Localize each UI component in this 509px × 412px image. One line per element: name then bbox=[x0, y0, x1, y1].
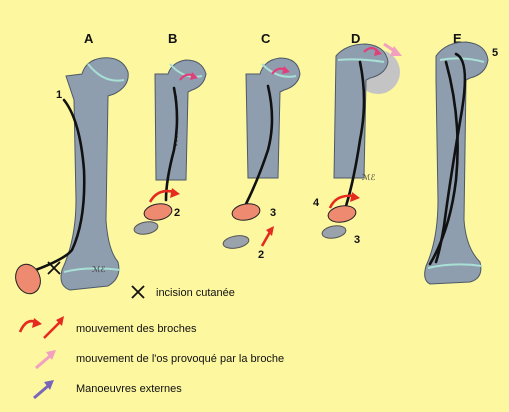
panel-b-handle bbox=[143, 203, 173, 221]
legend-bone-movement-icon bbox=[35, 350, 56, 370]
legend-bone-movement-label: mouvement de l'os provoqué par la broche bbox=[76, 353, 284, 365]
panel-c-handle-previous bbox=[222, 235, 250, 249]
panel-b-label-2: 2 bbox=[174, 207, 180, 219]
panel-e-label-5: 5 bbox=[492, 47, 498, 59]
panel-b-wire bbox=[164, 86, 179, 202]
panel-a-femur bbox=[60, 57, 129, 291]
panel-d-rotation-arrow bbox=[328, 194, 355, 209]
panel-e: E 5 bbox=[424, 31, 498, 285]
panel-a-signature: ℳℰ bbox=[92, 265, 106, 274]
panel-b: B 2 bbox=[133, 31, 207, 235]
panel-c-wire bbox=[244, 84, 274, 206]
panel-d-bone-fragment bbox=[333, 43, 389, 179]
panel-a-incision-icon bbox=[47, 261, 61, 275]
legend-external-label: Manoeuvres externes bbox=[76, 383, 182, 395]
legend-incision-label: incision cutanée bbox=[156, 287, 235, 299]
panel-c-label-2: 2 bbox=[258, 249, 264, 261]
panel-a-label-1: 1 bbox=[56, 89, 62, 101]
panel-e-letter: E bbox=[453, 31, 462, 46]
panel-d-signature: ℳℰ bbox=[362, 173, 376, 182]
panel-d-label-4: 4 bbox=[313, 197, 320, 209]
panel-e-wire-2 bbox=[434, 52, 467, 264]
panel-a-letter: A bbox=[84, 31, 94, 46]
panel-d-label-3: 3 bbox=[354, 234, 360, 246]
legend-wire-movement-icon bbox=[18, 316, 64, 339]
panel-a-wire bbox=[28, 98, 86, 274]
legend-wire-movement-label: mouvement des broches bbox=[76, 323, 197, 335]
panel-d-handle-previous bbox=[321, 225, 347, 239]
panel-b-letter: B bbox=[168, 31, 177, 46]
panel-c-letter: C bbox=[261, 31, 271, 46]
panel-a: A 1 ℳℰ bbox=[15, 31, 129, 295]
panel-d-letter: D bbox=[351, 31, 360, 46]
panel-c-push-arrow bbox=[260, 231, 272, 247]
panel-d: D ℳℰ 4 3 bbox=[313, 31, 402, 246]
legend-incision-icon bbox=[131, 285, 145, 299]
panel-c-label-3: 3 bbox=[270, 207, 276, 219]
panel-d-wire bbox=[344, 60, 366, 208]
panel-c-handle bbox=[231, 203, 261, 221]
panel-d-handle bbox=[327, 205, 357, 223]
panel-a-handle bbox=[15, 263, 41, 295]
panel-b-handle-previous bbox=[133, 221, 159, 235]
legend-external-icon bbox=[33, 380, 54, 400]
panel-c: C 3 2 bbox=[222, 31, 301, 261]
legend: incision cutanée mouvement des broches m… bbox=[18, 285, 284, 400]
